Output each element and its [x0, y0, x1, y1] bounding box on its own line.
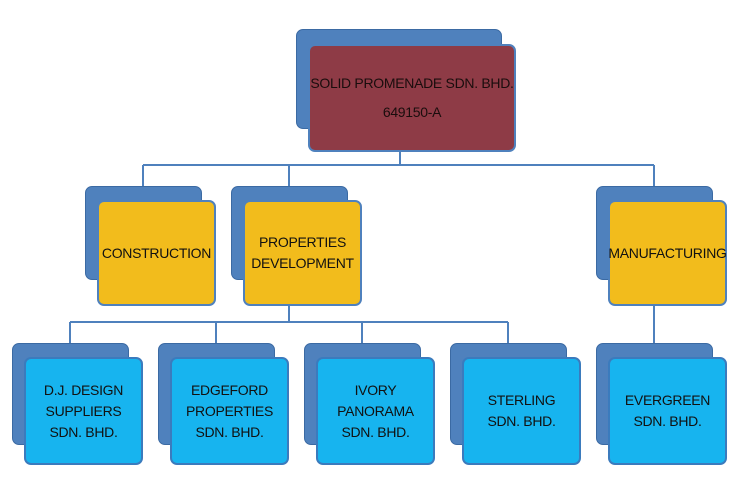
company-label-line3: SDN. BHD. [195, 423, 264, 440]
company-label-line1: EVERGREEN [624, 392, 711, 408]
division-label: CONSTRUCTION [101, 244, 212, 261]
division-box: PROPERTIES DEVELOPMENT [243, 200, 362, 306]
company-label-line2: PANORAMA [337, 402, 414, 419]
division-box: CONSTRUCTION [97, 200, 216, 306]
company-label-line3: SDN. BHD. [49, 423, 118, 440]
company-box: EDGEFORD PROPERTIES SDN. BHD. [170, 357, 289, 465]
company-label-line2: SUPPLIERS [45, 402, 122, 419]
registration-number: 649150-A [382, 104, 442, 120]
company-box: IVORY PANORAMA SDN. BHD. [316, 357, 435, 465]
company-label-line1: IVORY [354, 381, 397, 398]
company-label-line1: EDGEFORD [191, 381, 268, 398]
division-box: MANUFACTURING [608, 200, 727, 306]
company-label-line3: SDN. BHD. [341, 423, 410, 440]
division-label-line2: DEVELOPMENT [251, 255, 354, 271]
company-name: SOLID PROMENADE SDN. BHD. [310, 75, 514, 91]
company-box: STERLING SDN. BHD. [462, 357, 581, 465]
division-label: MANUFACTURING [608, 244, 727, 261]
root-node-box: SOLID PROMENADE SDN. BHD. 649150-A [308, 44, 516, 152]
division-label-line1: PROPERTIES [259, 234, 346, 250]
company-box: D.J. DESIGN SUPPLIERS SDN. BHD. [24, 357, 143, 465]
company-label-line2: SDN. BHD. [487, 413, 556, 429]
company-label-line1: STERLING [487, 392, 556, 408]
company-label-line2: SDN. BHD. [633, 413, 702, 429]
company-label-line2: PROPERTIES [186, 402, 273, 419]
company-box: EVERGREEN SDN. BHD. [608, 357, 727, 465]
company-label-line1: D.J. DESIGN [43, 381, 124, 398]
